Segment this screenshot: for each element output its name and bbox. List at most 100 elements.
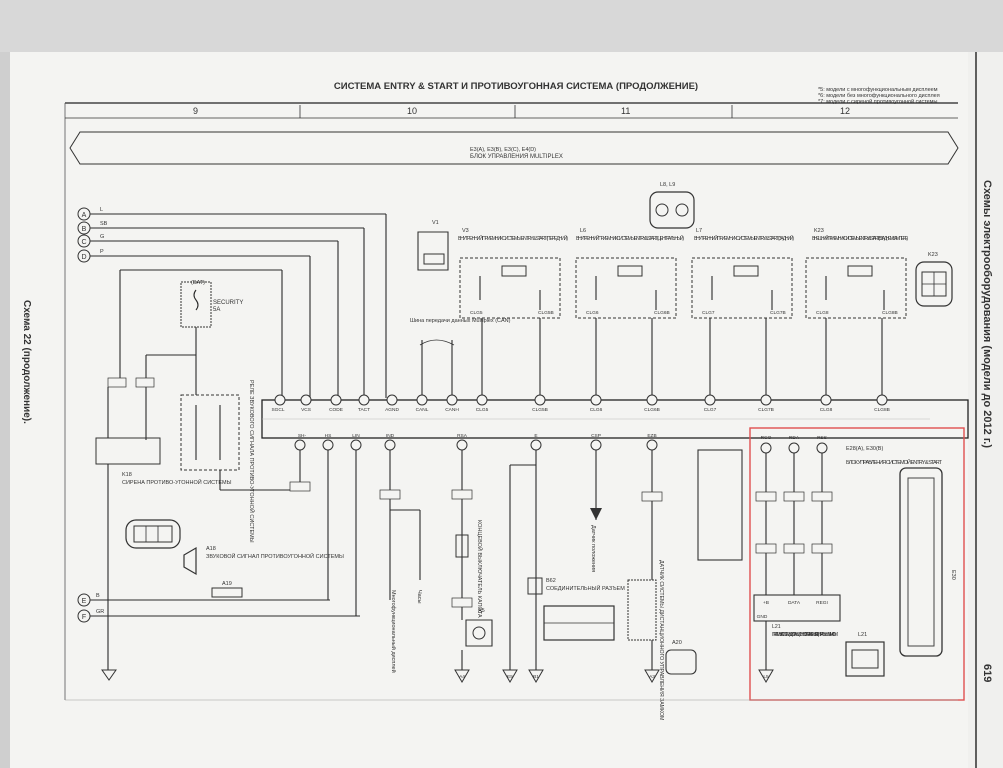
receiver-rear: L7 ВНУТРЕННИЙ ПРИЕМНИК СИСТЕМЫ ENTRY & S…	[691, 228, 794, 395]
connector-k23	[915, 261, 953, 307]
ecu-pin: IND	[384, 433, 396, 451]
svg-text:CLG7B: CLG7B	[770, 310, 786, 316]
svg-text:CLG5: CLG5	[476, 407, 489, 413]
svg-text:CLG7: CLG7	[702, 310, 715, 316]
receiver-rear-label: ВНУТРЕННИЙ ПРИЕМНИК СИСТЕМЫ ENTRY & STAR…	[694, 234, 794, 242]
receiver-bumper: K23 ВНЕШНИЙ ПРИЕМНИК СИСТЕМЫ ENTRY & STA…	[805, 228, 908, 395]
svg-text:VCS: VCS	[301, 407, 311, 413]
relay-box	[180, 394, 240, 471]
hood-switch-label: КОНЦЕВОЙ ВЫКЛЮЧАТЕЛЬ КАПОТА	[476, 520, 484, 618]
wire-color-g: G	[100, 234, 104, 240]
ecu-bottom-pins: SH- HS LIN IND RSA E CSP EZB	[294, 433, 658, 451]
ecu-pin: CODE	[329, 394, 343, 413]
svg-text:CLG8B: CLG8B	[874, 407, 890, 413]
svg-text:RDA: RDA	[789, 435, 800, 441]
ground-l5: L5	[758, 669, 774, 683]
svg-text:E5: E5	[507, 674, 513, 680]
ground-a3: A3	[644, 669, 660, 683]
svg-text:E: E	[82, 598, 87, 605]
svg-text:CLG7B: CLG7B	[758, 407, 774, 413]
sensor-a20-label: ДАТЧИК СИСТЕМЫ ДИСТАНЦИОННОГО УПРАВЛЕНИЯ…	[658, 560, 664, 720]
remote-receiver-box	[753, 594, 841, 622]
horn-connector	[211, 587, 243, 598]
grid-10: 10	[407, 106, 417, 116]
svg-text:REGI: REGI	[816, 600, 828, 606]
svg-text:CLG5B: CLG5B	[532, 407, 548, 413]
ecu-main-codes: E28(A), E30(B)	[846, 446, 883, 452]
ecu-pin: AGND	[385, 394, 399, 413]
svg-text:F: F	[82, 614, 86, 621]
ecu-main-label: БЛОК УПРАВЛЕНИЯ СИСТЕМОЙ ENTRY & START	[846, 458, 943, 466]
page-header: СИСТЕМА ENTRY & START И ПРОТИВОУГОННАЯ С…	[334, 81, 698, 92]
svg-text:A3: A3	[649, 674, 655, 680]
ecu-pin: LIN	[350, 433, 362, 451]
svg-text:RSS: RSS	[817, 435, 827, 441]
ecu-pin: CSP	[590, 433, 602, 451]
page-number: 619	[981, 664, 993, 682]
bus-connector-c: C	[77, 234, 91, 248]
svg-text:CLG8: CLG8	[816, 310, 829, 316]
connector-v1	[417, 231, 449, 271]
connector-k23-code: K23	[928, 252, 938, 258]
ground-left	[101, 669, 117, 681]
can-label: Шина передачи данных Multiplex (CAN)	[410, 318, 511, 324]
bus-connector-e: E	[77, 593, 91, 607]
wire-color-l: L	[100, 207, 103, 213]
siren-code: K18	[122, 472, 132, 478]
grid-11: 11	[621, 106, 630, 116]
horn-symbol	[183, 546, 197, 576]
hood-switch	[455, 534, 469, 558]
note-2: *6: модели без многофункционального дисп…	[818, 93, 940, 99]
svg-text:CLG6: CLG6	[590, 407, 603, 413]
ground-a4: A4	[454, 669, 470, 683]
connector-e30	[899, 467, 943, 657]
grid-12: 12	[840, 106, 850, 116]
receiver-front-code: V3	[462, 228, 469, 234]
ecu-pin: TACT	[358, 394, 370, 413]
receiver-front-label: ВНУТРЕННИЙ ПРИЕМНИК СИСТЕМЫ ENTRY & STAR…	[458, 234, 568, 242]
wire-color-b: B	[96, 593, 100, 599]
svg-text:LIN: LIN	[352, 433, 360, 439]
wire-color-gr: GR	[96, 609, 104, 615]
multiplex-codes: E3(A), E3(B), E3(C), E4(D)	[470, 147, 536, 153]
svg-text:CSP: CSP	[591, 433, 601, 439]
multiplex-title: БЛОК УПРАВЛЕНИЯ MULTIPLEX	[470, 154, 563, 160]
svg-text:RCO: RCO	[761, 435, 772, 441]
ecu-pin: SGCL	[271, 394, 286, 413]
siren-label: СИРЕНА ПРОТИВО-УГОННОЙ СИСТЕМЫ	[122, 478, 232, 486]
svg-text:D: D	[81, 254, 86, 261]
connector-b62-label: СОЕДИНИТЕЛЬНЫЙ РАЗЪЕМ	[546, 584, 625, 592]
siren-connector	[125, 519, 181, 549]
horn-conn-code: A19	[222, 581, 232, 587]
fuse-label: SECURITY	[213, 300, 243, 306]
ecu-pin: CANL	[416, 394, 429, 413]
connector-a20-code: A20	[672, 640, 682, 646]
grid-9: 9	[193, 106, 198, 116]
fuse-code: (BAT)	[191, 280, 205, 286]
svg-text:RSA: RSA	[457, 433, 468, 439]
svg-text:+B: +B	[763, 600, 769, 606]
siren-box	[95, 437, 161, 465]
fuse-rating: 5A	[213, 307, 220, 313]
connector-a20	[665, 649, 697, 675]
multiplex-ecu-box	[69, 131, 959, 165]
svg-text:GND: GND	[757, 614, 768, 620]
svg-text:CANH: CANH	[445, 407, 459, 413]
receiver-center-label: ВНУТРЕННИЙ ПРИЕМНИК СИСТЕМЫ ENTRY & STAR…	[576, 234, 684, 242]
relay-label: РЕЛЕ ЗВУКОВОГО СИГНАЛА ПРОТИВО-УГОННОЙ С…	[248, 380, 256, 543]
svg-text:AGND: AGND	[385, 407, 399, 413]
receiver-center: L6 ВНУТРЕННИЙ ПРИЕМНИК СИСТЕМЫ ENTRY & S…	[575, 228, 684, 395]
connector-l8-code: L8, L9	[660, 182, 675, 188]
receiver-bumper-label: ВНЕШНИЙ ПРИЕМНИК СИСТЕМЫ ENTRY & START (…	[812, 234, 908, 242]
connector-l21	[845, 641, 885, 677]
ecu-pin: EZB	[646, 433, 658, 451]
svg-text:HS: HS	[325, 433, 332, 439]
ground-b1: B1	[528, 669, 544, 683]
svg-text:B1: B1	[533, 674, 539, 680]
left-side-caption: Схема 22 (продолжение).	[21, 300, 32, 424]
svg-text:CLG6B: CLG6B	[654, 310, 670, 316]
svg-text:CLG8: CLG8	[820, 407, 833, 413]
ecu-pin-rss: RSS	[816, 435, 828, 454]
ecu-pin: RSA	[456, 433, 468, 451]
